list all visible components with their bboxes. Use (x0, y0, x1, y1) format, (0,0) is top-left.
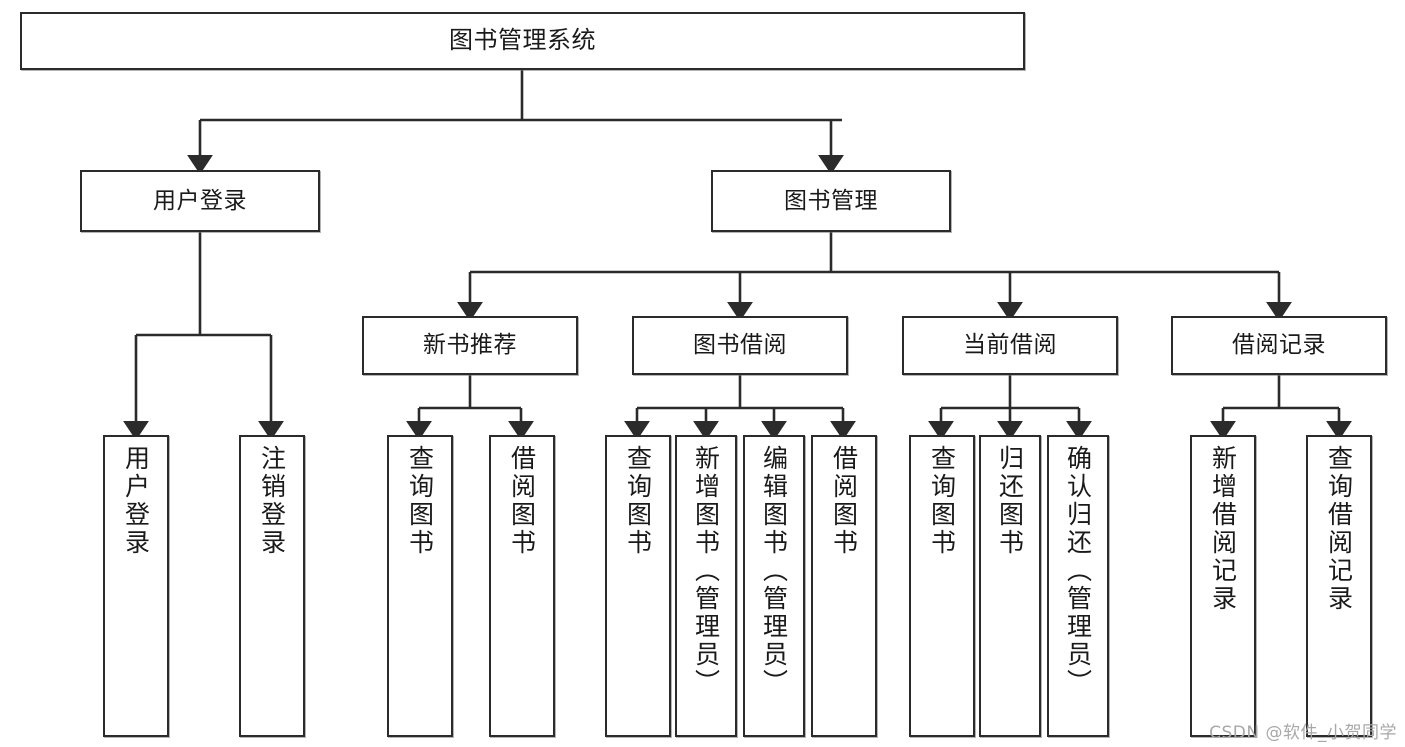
node-label: 编辑图书（管理员） (759, 445, 789, 697)
node-label: 确认归还（管理员） (1063, 445, 1093, 697)
node-label: 图书管理系统 (449, 26, 596, 55)
node-label: 当前借阅 (963, 332, 1057, 359)
node-book-borrow[interactable]: 图书借阅 (632, 316, 848, 375)
leaf-edit-book-admin[interactable]: 编辑图书（管理员） (743, 435, 805, 737)
node-borrow-record[interactable]: 借阅记录 (1171, 316, 1387, 375)
node-label: 图书管理 (784, 187, 878, 214)
leaf-query-book-current[interactable]: 查询图书 (909, 435, 975, 737)
node-label: 查询图书 (927, 445, 957, 557)
node-book-management[interactable]: 图书管理 (711, 170, 951, 232)
leaf-return-book[interactable]: 归还图书 (979, 435, 1041, 737)
node-label: 查询图书 (623, 445, 653, 557)
leaf-add-borrow-record[interactable]: 新增借阅记录 (1190, 435, 1256, 737)
leaf-query-book-borrow[interactable]: 查询图书 (605, 435, 671, 737)
node-user-login[interactable]: 用户登录 (80, 170, 320, 232)
node-label: 借阅记录 (1232, 332, 1326, 359)
leaf-borrow-book[interactable]: 借阅图书 (811, 435, 877, 737)
leaf-logout[interactable]: 注销登录 (239, 435, 305, 737)
node-new-book-recommend[interactable]: 新书推荐 (362, 316, 578, 375)
leaf-query-book-recommend[interactable]: 查询图书 (387, 435, 453, 737)
node-current-borrow[interactable]: 当前借阅 (902, 316, 1118, 375)
leaf-confirm-return-admin[interactable]: 确认归还（管理员） (1047, 435, 1109, 737)
leaf-user-login[interactable]: 用户登录 (103, 435, 169, 737)
node-label: 新增图书（管理员） (691, 445, 721, 697)
node-label: 查询借阅记录 (1324, 445, 1354, 613)
node-label: 图书借阅 (693, 332, 787, 359)
node-label: 借阅图书 (507, 445, 537, 557)
node-label: 新书推荐 (423, 332, 517, 359)
node-label: 用户登录 (153, 187, 247, 214)
node-label: 归还图书 (995, 445, 1025, 557)
leaf-query-borrow-record[interactable]: 查询借阅记录 (1306, 435, 1372, 737)
csdn-watermark: CSDN @软件_小贺同学 (1209, 723, 1397, 743)
node-label: 新增借阅记录 (1208, 445, 1238, 613)
leaf-borrow-book-recommend[interactable]: 借阅图书 (489, 435, 555, 737)
node-root-library-system[interactable]: 图书管理系统 (20, 12, 1025, 70)
node-label: 用户登录 (121, 445, 151, 557)
leaf-add-book-admin[interactable]: 新增图书（管理员） (675, 435, 737, 737)
node-label: 查询图书 (405, 445, 435, 557)
node-label: 借阅图书 (829, 445, 859, 557)
node-label: 注销登录 (257, 445, 287, 557)
